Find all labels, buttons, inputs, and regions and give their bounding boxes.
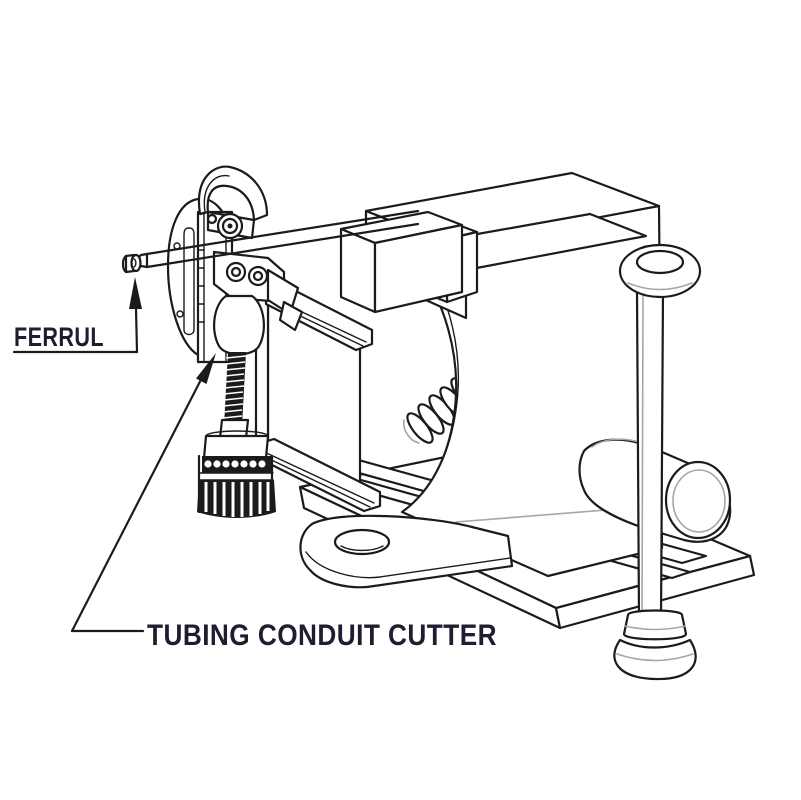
guide-rollers [212, 250, 304, 332]
cutter-leader-line [70, 362, 211, 633]
vise-handle [613, 243, 702, 681]
cutter-label: TUBING CONDUIT CUTTER [147, 619, 497, 652]
ferrule-leader-line [134, 307, 139, 354]
cutter-hook-arm [197, 165, 269, 222]
ferrule-arrowhead-icon [129, 277, 142, 309]
knurled-adjust-knob [197, 430, 276, 518]
vise-jaw-slide [254, 282, 382, 513]
feed-screw [218, 352, 250, 440]
cutter-barrel-neck [212, 294, 266, 356]
callout-ferrule: FERRUL [12, 277, 142, 354]
vise-mounting-lug [299, 514, 514, 589]
callout-cutter: TUBING CONDUIT CUTTER [70, 353, 497, 652]
tubing-conduit-cutter [166, 165, 304, 518]
ferrule [121, 253, 142, 274]
cutter-arrowhead-icon [196, 353, 216, 384]
bench-vise [248, 171, 756, 681]
cutting-wheel [206, 210, 256, 240]
handle-bottom-knob [613, 609, 697, 681]
vise-movable-jaw [339, 210, 479, 314]
ferrule-label: FERRUL [14, 322, 104, 352]
